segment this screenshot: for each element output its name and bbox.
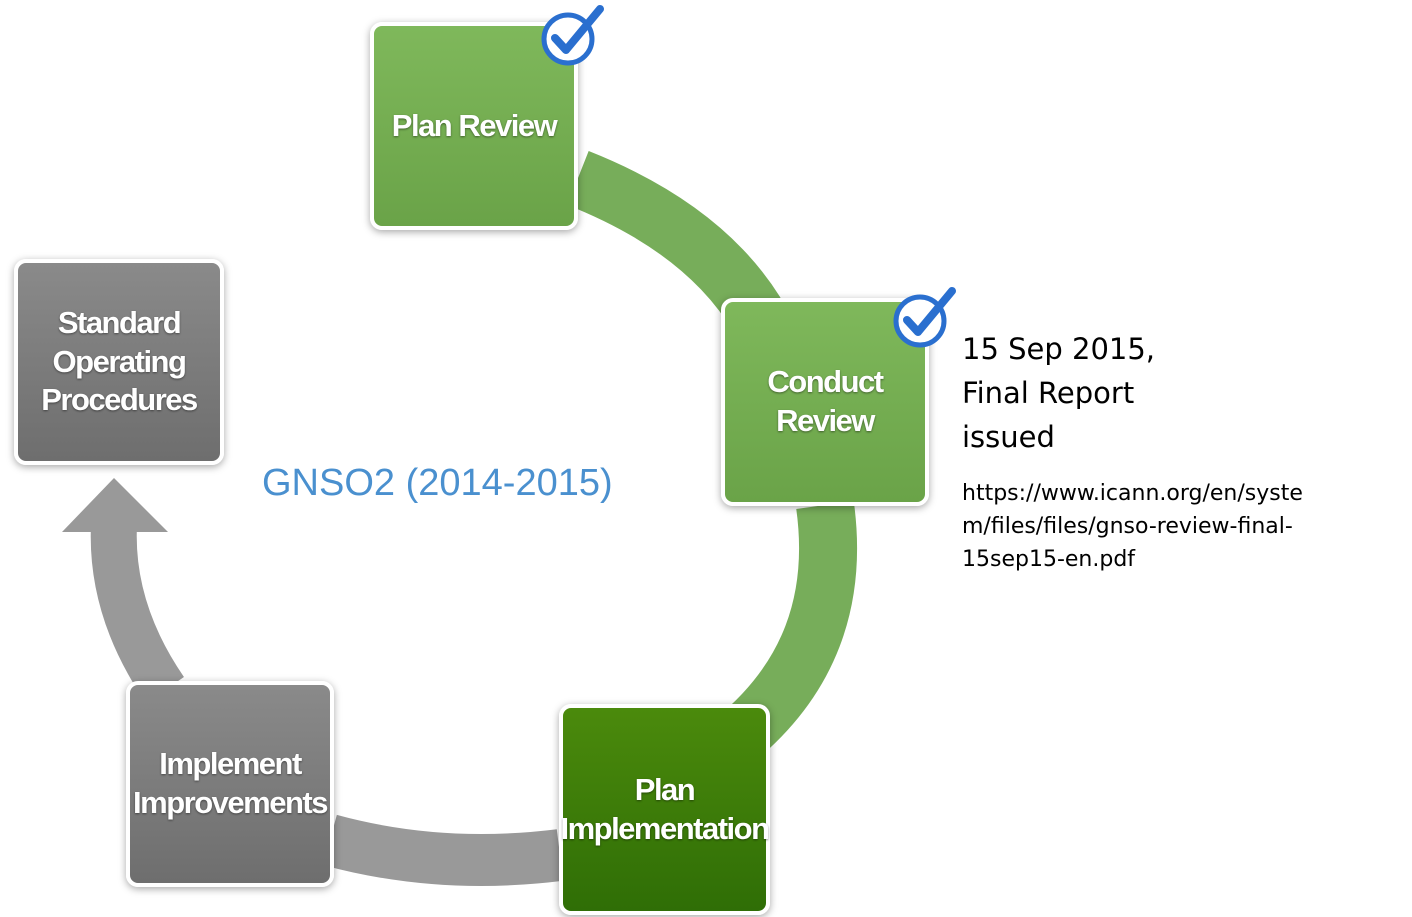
- step-label-line: Operating: [52, 343, 187, 379]
- url-line: 15sep15-en.pdf: [962, 547, 1136, 572]
- checkmark-circle-icon: [541, 5, 604, 66]
- plan-implementation-step: Plan Implementation: [559, 704, 770, 915]
- step-label-line: Plan: [634, 771, 696, 807]
- note-line: 15 Sep 2015,: [962, 332, 1156, 366]
- implement-improvements-step: Implement Improvements: [126, 681, 334, 887]
- step-label: Conduct Review: [767, 364, 884, 438]
- note-line: issued: [962, 420, 1055, 454]
- step-label-line: Implement: [159, 746, 302, 782]
- diagram-title: GNSO2 (2014-2015): [262, 462, 613, 504]
- url-line: m/files/files/gnso-review-final-: [962, 514, 1293, 539]
- cycle-arc-gray: [90, 523, 185, 704]
- checkmark-circle-icon: [893, 287, 956, 348]
- report-url: https://www.icann.org/en/syste m/files/f…: [962, 477, 1407, 576]
- note-line: Final Report: [962, 376, 1135, 410]
- conduct-review-step: Conduct Review: [721, 298, 929, 506]
- final-report-note: 15 Sep 2015, Final Report issued https:/…: [962, 327, 1407, 576]
- cycle-arc-gray: [323, 814, 564, 886]
- step-label: Plan Review: [391, 107, 558, 143]
- standard-operating-procedures-step: Standard Operating Procedures: [14, 259, 224, 465]
- step-label-line: Implementation: [560, 810, 770, 846]
- step-label-line: Procedures: [41, 382, 198, 418]
- url-line: https://www.icann.org/en/syste: [962, 481, 1303, 506]
- step-label-line: Standard: [57, 304, 182, 340]
- arrow-head: [62, 478, 168, 532]
- step-label-line: Improvements: [133, 785, 328, 820]
- plan-review-step: Plan Review: [370, 22, 578, 230]
- note-text: 15 Sep 2015, Final Report issued: [962, 327, 1407, 459]
